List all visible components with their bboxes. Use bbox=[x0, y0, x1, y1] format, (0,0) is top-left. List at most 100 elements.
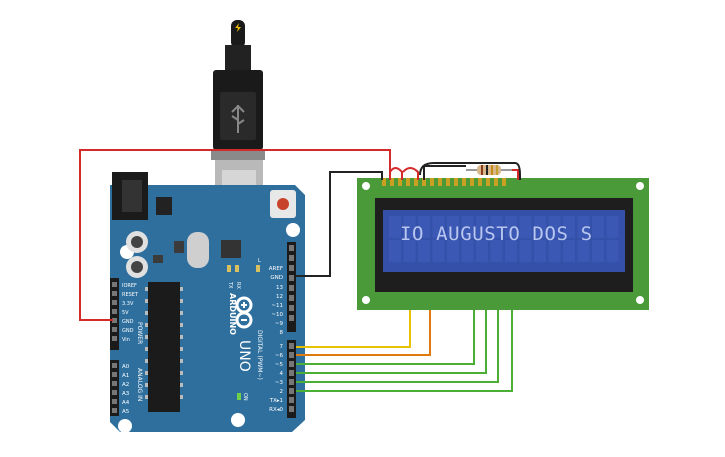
pin-label-gnd: GND bbox=[270, 275, 283, 281]
mount-hole bbox=[362, 182, 370, 190]
rx-label: RX bbox=[235, 282, 241, 289]
lcd-cell bbox=[403, 216, 416, 238]
lcd-cell bbox=[606, 216, 619, 238]
lcd-cell bbox=[548, 216, 561, 238]
pin-label-3: ~3 bbox=[275, 380, 284, 386]
pin-label-gnd-2: GND bbox=[122, 328, 134, 334]
lcd-cell bbox=[418, 216, 430, 238]
lcd-cell bbox=[389, 216, 401, 238]
lightning-icon bbox=[235, 23, 241, 32]
power-label: POWER bbox=[136, 322, 143, 344]
brand-label: ARDUINO bbox=[228, 293, 237, 335]
lcd-cell bbox=[476, 216, 488, 238]
pin-label-0: RX◂0 bbox=[269, 407, 283, 413]
wire-d6[interactable] bbox=[296, 310, 499, 383]
mount-hole bbox=[636, 296, 644, 304]
resistor[interactable] bbox=[466, 165, 512, 175]
lcd-cell bbox=[519, 216, 532, 238]
analog-label: ANALOG IN bbox=[136, 368, 143, 401]
lcd-cell bbox=[461, 240, 474, 262]
pin-label-4: 4 bbox=[280, 371, 284, 377]
wire-enable[interactable] bbox=[296, 310, 431, 356]
lcd-cell bbox=[505, 240, 517, 262]
lcd-text-line-1: IO AUGUSTO DOS S bbox=[400, 223, 593, 245]
wire-gnd-led[interactable] bbox=[423, 165, 466, 180]
pin-label-a2: A2 bbox=[122, 382, 129, 388]
lcd-cell bbox=[577, 240, 590, 262]
voltage-regulator bbox=[156, 197, 172, 215]
pin-label-a3: A3 bbox=[122, 391, 130, 397]
rx-led bbox=[235, 265, 239, 272]
crystal bbox=[187, 232, 209, 268]
pin-label-6: ~6 bbox=[275, 353, 284, 359]
l-label: L bbox=[258, 258, 261, 264]
lcd-cell bbox=[534, 240, 546, 262]
mount-hole bbox=[286, 223, 300, 237]
pin-label-ioref: IOREF bbox=[122, 283, 137, 289]
pin-label-a5: A5 bbox=[122, 409, 130, 415]
wire-d7[interactable] bbox=[296, 310, 513, 392]
pin-label-12: 12 bbox=[276, 294, 283, 300]
pin-label-aref: AREF bbox=[269, 266, 283, 272]
l-led bbox=[256, 265, 260, 272]
atmega-chip bbox=[148, 282, 180, 412]
pin-label-9: ~9 bbox=[275, 321, 284, 327]
pin-label-gnd-1: GND bbox=[122, 319, 134, 325]
wire-5v-jumper[interactable] bbox=[389, 167, 403, 180]
arduino-logo bbox=[235, 296, 253, 329]
pin-label-7: 7 bbox=[280, 344, 284, 350]
lcd-cell bbox=[490, 240, 503, 262]
lcd-cell bbox=[534, 216, 546, 238]
pin-label-3v3: 3.3V bbox=[122, 301, 134, 307]
wire-gnd-loop[interactable] bbox=[419, 162, 521, 180]
lcd-cell bbox=[548, 240, 561, 262]
wire-rs[interactable] bbox=[296, 310, 411, 348]
pin-label-11: ~11 bbox=[271, 303, 283, 309]
tx-label: TX bbox=[227, 281, 233, 289]
lcd-character-grid bbox=[389, 216, 619, 262]
wire-d5[interactable] bbox=[296, 310, 487, 374]
lcd-module[interactable]: IO AUGUSTO DOS S bbox=[357, 178, 649, 310]
pin-label-a1: A1 bbox=[122, 373, 129, 379]
lcd-cell bbox=[592, 216, 604, 238]
pin-label-vin: Vin bbox=[122, 337, 130, 343]
lcd-cell bbox=[490, 216, 503, 238]
lcd-cell bbox=[577, 216, 590, 238]
lcd-cell bbox=[606, 240, 619, 262]
usb-chip bbox=[221, 240, 241, 258]
pin-label-a0: A0 bbox=[122, 364, 130, 370]
lcd-cell bbox=[447, 216, 459, 238]
lcd-cell bbox=[592, 240, 604, 262]
digital-label: DIGITAL (PWM~) bbox=[256, 330, 263, 380]
wire-backlight[interactable] bbox=[512, 169, 519, 180]
pin-label-reset: RESET bbox=[122, 292, 139, 298]
pin-label-a4: A4 bbox=[122, 400, 130, 406]
mount-hole bbox=[231, 413, 245, 427]
lcd-cell bbox=[519, 240, 532, 262]
lcd-cell bbox=[505, 216, 517, 238]
lcd-cell bbox=[418, 240, 430, 262]
wire-d4[interactable] bbox=[296, 310, 475, 365]
lcd-cell bbox=[563, 240, 575, 262]
lcd-cell bbox=[563, 216, 575, 238]
model-label: UNO bbox=[236, 340, 252, 372]
lcd-cell bbox=[461, 216, 474, 238]
pin-label-5: ~5 bbox=[275, 362, 284, 368]
mount-hole bbox=[362, 296, 370, 304]
lcd-cell bbox=[447, 240, 459, 262]
lcd-cell bbox=[432, 216, 445, 238]
lcd-cell bbox=[389, 240, 401, 262]
arduino-uno-board[interactable]: TX RX L ON ARDUINO UNO DIGITAL (PWM~) PO… bbox=[110, 172, 305, 433]
wire-5v-jumper-2[interactable] bbox=[402, 167, 419, 180]
lcd-cell bbox=[403, 240, 416, 262]
pin-label-10: ~10 bbox=[271, 312, 283, 318]
wires bbox=[79, 149, 521, 392]
analog-header bbox=[110, 360, 119, 416]
mount-hole bbox=[636, 182, 644, 190]
lcd-header-pins bbox=[382, 178, 506, 186]
wire-5v[interactable] bbox=[79, 149, 391, 321]
wire-gnd[interactable] bbox=[296, 171, 383, 277]
pin-label-1: TX▸1 bbox=[269, 398, 283, 404]
